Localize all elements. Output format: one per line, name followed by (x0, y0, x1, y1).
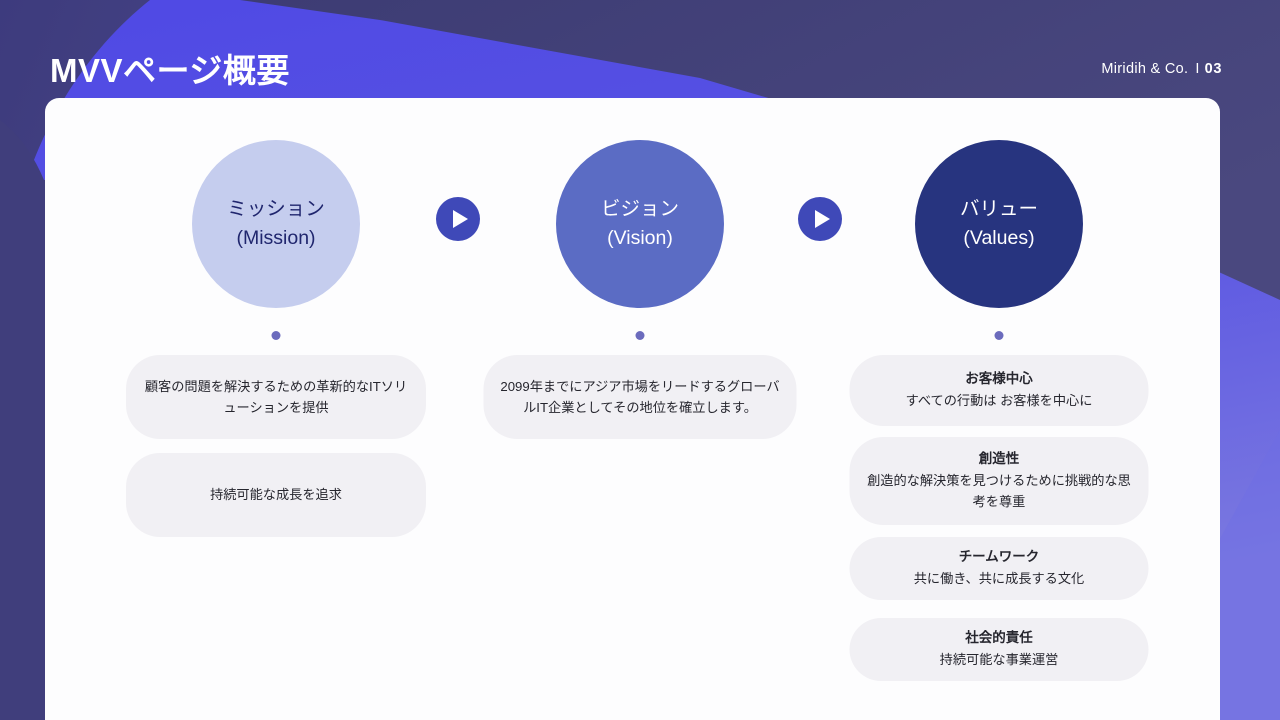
circle-vision-label-jp: ビジョン (600, 198, 679, 221)
circle-mission-label-en: (Mission) (236, 227, 316, 249)
list-item[interactable]: 顧客の問題を解決するための革新的なITソリューションを提供 (126, 355, 426, 439)
circle-vision-label-en: (Vision) (607, 227, 673, 249)
pill-body: 持続可能な事業運営 (939, 652, 1059, 668)
list-item[interactable]: お客様中心 すべての行動は お客様を中心に (849, 355, 1149, 426)
meta-separator: I (1195, 61, 1200, 77)
circle-values-label-jp: バリュー (959, 198, 1038, 221)
pill-body: すべての行動は お客様を中心に (905, 393, 1093, 409)
company-name: Miridih & Co. (1101, 61, 1189, 77)
circle-values-label-en: (Values) (963, 227, 1035, 249)
list-item[interactable]: 創造性 創造的な解決策を見つけるために挑戦的な思考を尊重 (849, 437, 1149, 525)
play-triangle-icon[interactable] (436, 197, 480, 241)
pill-title: チームワーク (958, 549, 1040, 565)
list-item[interactable]: 2099年までにアジア市場をリードするグローバルIT企業としてその地位を確立しま… (483, 355, 797, 439)
drop-connector-dot (271, 331, 281, 340)
pill-body: 共に働き、共に成長する文化 (913, 571, 1085, 587)
pill-title: 創造性 (978, 451, 1020, 467)
drop-connector-dot (635, 331, 645, 340)
pill-title: 社会的責任 (965, 630, 1033, 646)
list-item[interactable]: チームワーク 共に働き、共に成長する文化 (849, 537, 1149, 600)
circle-mission-label-jp: ミッション (227, 198, 325, 221)
pill-body: 顧客の問題を解決するための革新的なITソリューションを提供 (144, 378, 408, 415)
pill-body: 2099年までにアジア市場をリードするグローバルIT企業としてその地位を確立しま… (500, 378, 780, 415)
pill-title: お客様中心 (965, 371, 1033, 387)
page-number: 03 (1204, 61, 1222, 77)
circle-mission[interactable]: ミッション (Mission) (192, 140, 360, 308)
pill-body: 創造的な解決策を見つけるために挑戦的な思考を尊重 (867, 473, 1131, 510)
page-title: MVVページ概要 (50, 52, 290, 89)
list-item[interactable]: 社会的責任 持続可能な事業運営 (849, 618, 1149, 681)
circle-vision[interactable]: ビジョン (Vision) (556, 140, 724, 308)
pill-body: 持続可能な成長を追求 (210, 487, 342, 503)
circle-values[interactable]: バリュー (Values) (915, 140, 1083, 308)
drop-connector-dot (994, 331, 1004, 340)
play-triangle-icon[interactable] (798, 197, 842, 241)
list-item[interactable]: 持続可能な成長を追求 (126, 453, 426, 537)
